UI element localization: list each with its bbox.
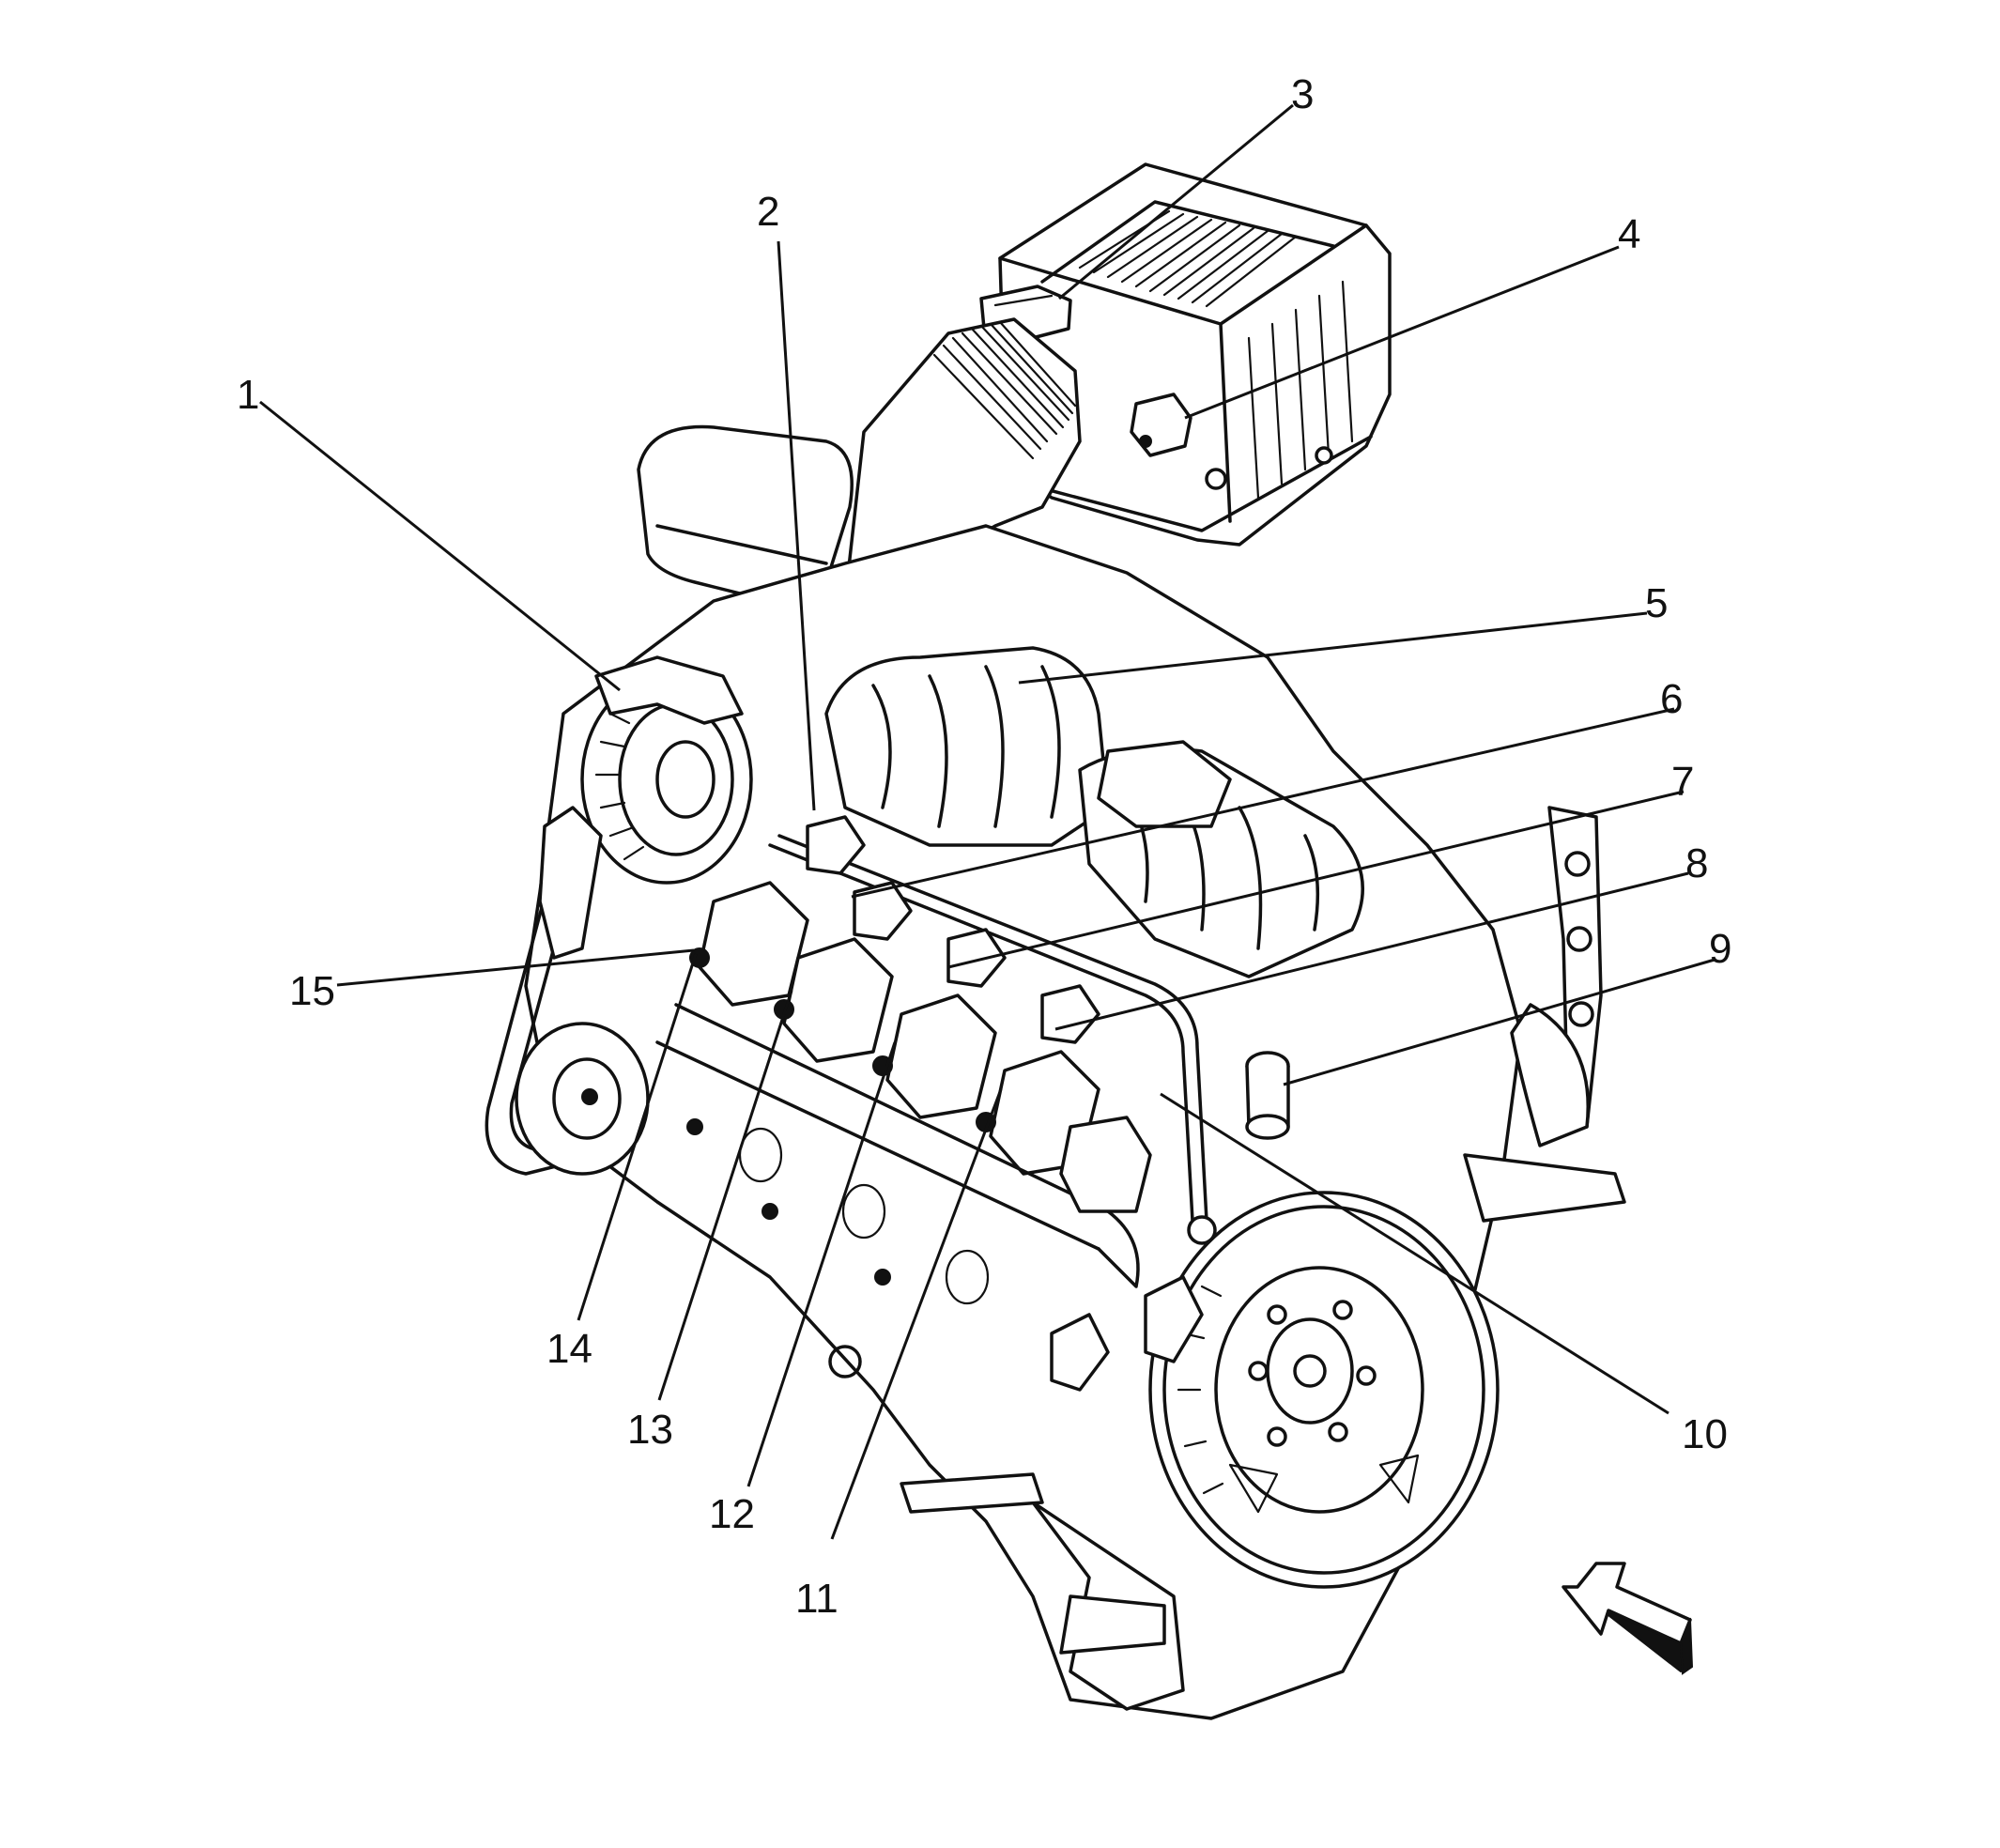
leader-9 xyxy=(1283,958,1715,1086)
callout-11: 11 xyxy=(795,1576,838,1622)
callout-12: 12 xyxy=(709,1491,755,1537)
view-direction-arrow-icon xyxy=(1562,1562,1694,1675)
cylinder-head xyxy=(655,1003,1152,1305)
callout-15: 15 xyxy=(289,968,335,1014)
callout-3: 3 xyxy=(1291,71,1314,117)
right-exhaust-manifold xyxy=(1463,806,1626,1223)
leader-13 xyxy=(657,990,793,1401)
leader-5 xyxy=(1018,611,1648,685)
leader-8 xyxy=(1054,871,1689,1031)
air-cleaner-housing xyxy=(998,162,1392,547)
leader-7 xyxy=(947,790,1685,969)
oil-fill-cap xyxy=(1245,1051,1290,1140)
intake-duct xyxy=(637,317,1082,606)
leader-14 xyxy=(577,953,698,1321)
callout-1: 1 xyxy=(237,372,259,418)
callout-14: 14 xyxy=(546,1326,592,1372)
leader-3 xyxy=(1058,103,1294,300)
leader-6 xyxy=(851,707,1675,899)
alternator xyxy=(580,655,753,885)
callout-4: 4 xyxy=(1618,211,1640,257)
lower-block-details xyxy=(686,1118,1204,1392)
callout-13: 13 xyxy=(627,1407,673,1453)
callout-2: 2 xyxy=(757,189,779,235)
leader-11 xyxy=(830,1088,1003,1540)
leader-15 xyxy=(336,948,695,987)
leader-lines xyxy=(259,103,1715,1540)
leader-10 xyxy=(1160,1092,1669,1415)
engine-assembly-illustration xyxy=(485,162,1626,1720)
leader-2 xyxy=(777,240,816,811)
callout-5: 5 xyxy=(1645,580,1668,626)
oil-pan xyxy=(828,1345,1185,1711)
callout-8: 8 xyxy=(1685,840,1708,886)
leader-4 xyxy=(1184,245,1620,420)
leader-12 xyxy=(746,1041,897,1487)
drive-belt xyxy=(485,806,650,1176)
leader-1 xyxy=(259,400,621,692)
callout-labels: 1 2 3 4 5 6 7 8 9 10 11 12 13 14 15 xyxy=(237,71,1731,1622)
callout-7: 7 xyxy=(1671,759,1694,805)
intake-air-temp-sensor xyxy=(1130,393,1192,457)
callout-10: 10 xyxy=(1682,1411,1728,1457)
callout-9: 9 xyxy=(1709,926,1731,972)
callout-6: 6 xyxy=(1660,676,1683,722)
fuel-rail xyxy=(768,834,1217,1245)
flexplate xyxy=(1148,1191,1500,1589)
